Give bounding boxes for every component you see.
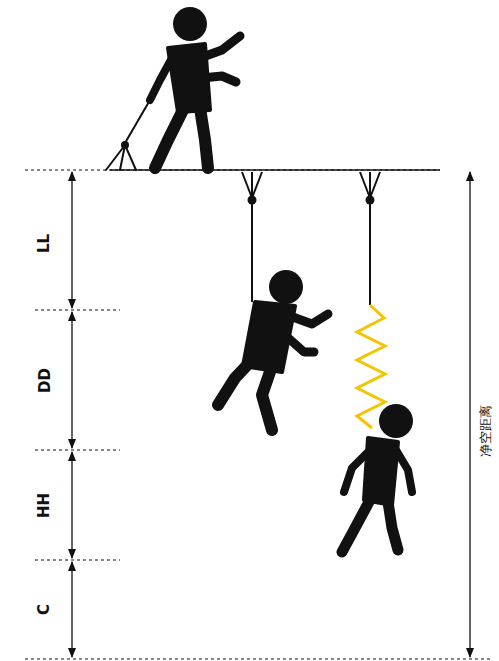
dimension-label: DD — [38, 366, 53, 395]
dimension-label: LL — [38, 231, 53, 254]
anchor-point — [366, 196, 375, 205]
reference-lines — [25, 170, 490, 659]
anchors — [242, 172, 380, 305]
shock-absorber — [357, 305, 385, 428]
standing-worker — [106, 7, 240, 170]
clearance-label: 净空距离 — [479, 402, 492, 458]
dimension-arrows — [72, 172, 470, 657]
dimension-label: HH — [37, 490, 52, 519]
arrested-worker — [342, 404, 413, 552]
anchor-point — [248, 196, 257, 205]
dimension-label: C — [37, 601, 52, 616]
falling-worker — [218, 270, 328, 430]
